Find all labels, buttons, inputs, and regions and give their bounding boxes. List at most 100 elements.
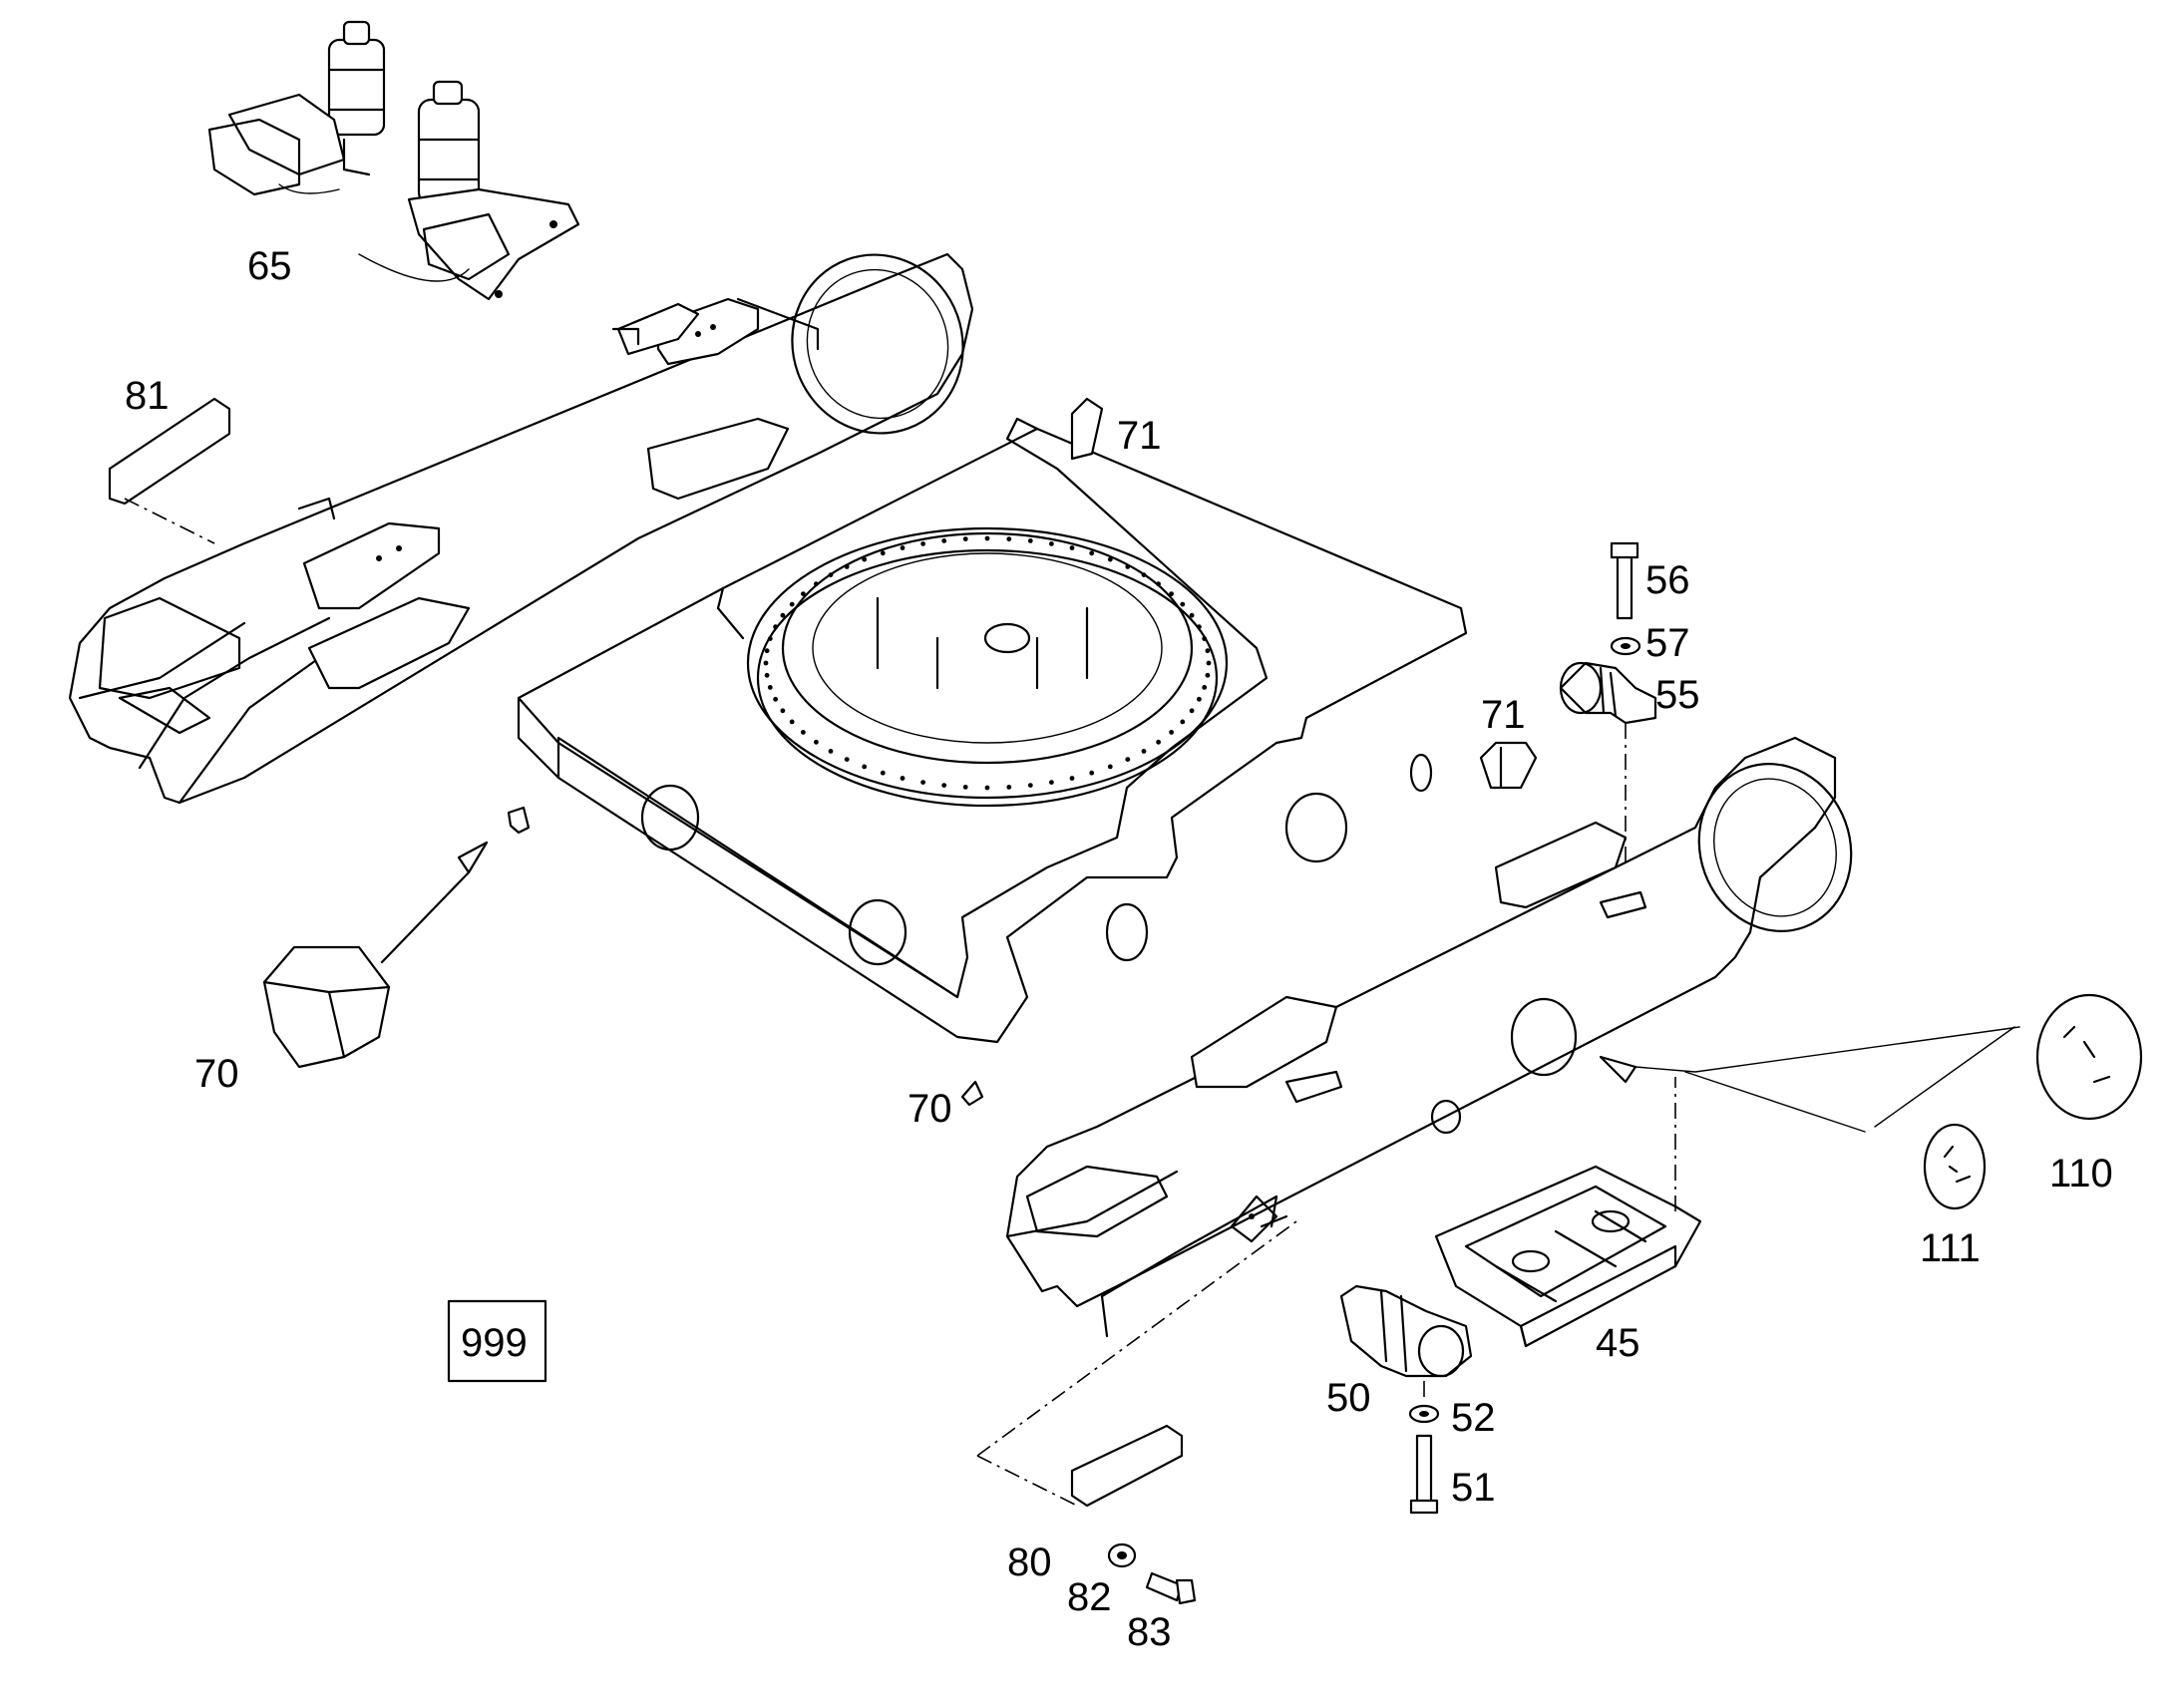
ring-bolt-hole bbox=[1197, 624, 1202, 630]
ring-bolt-hole bbox=[1189, 708, 1195, 714]
ring-bolt-hole bbox=[1156, 739, 1161, 745]
label-111: 111 bbox=[1920, 1226, 1981, 1270]
label-57: 57 bbox=[1645, 621, 1690, 665]
ring-bolt-hole bbox=[844, 564, 850, 569]
ring-bolt-hole bbox=[1006, 536, 1012, 541]
ring-bolt-holes bbox=[763, 535, 1212, 791]
ring-bolt-hole bbox=[920, 780, 925, 785]
ring-bolt-hole bbox=[900, 776, 906, 781]
wedge-part-71-upper bbox=[1070, 397, 1104, 461]
ring-bolt-hole bbox=[1169, 730, 1174, 735]
right-track-frame bbox=[1005, 736, 1853, 1338]
ring-bolt-hole bbox=[814, 581, 819, 587]
bolt-part-83 bbox=[1145, 1571, 1197, 1605]
ring-bolt-hole bbox=[814, 739, 819, 745]
cover-plate-part-81 bbox=[108, 397, 231, 544]
label-81: 81 bbox=[125, 374, 170, 418]
bolt-part-56 bbox=[1610, 541, 1639, 620]
ring-bolt-hole bbox=[920, 541, 925, 546]
ring-bolt-hole bbox=[801, 730, 806, 735]
ring-bolt-hole bbox=[900, 545, 906, 550]
ring-bolt-hole bbox=[828, 572, 834, 577]
ring-bolt-hole bbox=[801, 591, 806, 596]
ring-bolt-hole bbox=[1107, 764, 1113, 770]
ring-bolt-hole bbox=[1006, 785, 1012, 790]
ring-bolt-hole bbox=[1189, 612, 1195, 618]
label-70-left: 70 bbox=[194, 1052, 239, 1096]
stopper-part-70 bbox=[262, 806, 531, 1069]
ring-bolt-hole bbox=[962, 785, 968, 790]
ring-bolt-hole bbox=[1027, 538, 1033, 543]
ring-bolt-hole bbox=[789, 601, 795, 607]
ring-bolt-hole bbox=[984, 785, 990, 791]
ring-bolt-hole bbox=[763, 660, 769, 666]
ring-bolt-hole bbox=[862, 556, 868, 562]
ring-bolt-hole bbox=[789, 719, 795, 725]
label-71-right: 71 bbox=[1481, 693, 1526, 737]
ring-bolt-hole bbox=[962, 536, 968, 541]
wedge-part-71-right bbox=[1479, 741, 1538, 790]
ring-bolt-hole bbox=[1205, 672, 1211, 678]
bolt-part-51 bbox=[1409, 1434, 1439, 1515]
ring-bolt-hole bbox=[828, 749, 834, 754]
ring-bolt-hole bbox=[1206, 660, 1212, 666]
ring-bolt-hole bbox=[1107, 556, 1113, 562]
label-65: 65 bbox=[247, 244, 292, 288]
carrier-roller-part-55 bbox=[1559, 661, 1657, 867]
ring-bolt-hole bbox=[1125, 564, 1131, 569]
ring-bolt-hole bbox=[773, 624, 778, 630]
ring-bolt-hole bbox=[1169, 591, 1174, 596]
track-roller-part-50 bbox=[1339, 1284, 1473, 1378]
cover-disc-part-110 bbox=[1599, 993, 2143, 1133]
ring-bolt-hole bbox=[1197, 696, 1202, 702]
label-999-box bbox=[447, 1299, 547, 1383]
label-56: 56 bbox=[1645, 558, 1690, 602]
ring-bolt-hole bbox=[941, 538, 947, 543]
label-80: 80 bbox=[1007, 1540, 1052, 1584]
ring-bolt-hole bbox=[1156, 581, 1161, 587]
ring-bolt-hole bbox=[1180, 719, 1186, 725]
callout-labels: 65 81 71 56 57 55 71 70 70 110 111 45 50… bbox=[125, 244, 2113, 1654]
label-55: 55 bbox=[1655, 673, 1700, 717]
ring-bolt-hole bbox=[1205, 648, 1211, 654]
label-110: 110 bbox=[2049, 1152, 2113, 1196]
ring-bolt-hole bbox=[941, 783, 947, 788]
ring-bolt-hole bbox=[1202, 685, 1208, 690]
label-52: 52 bbox=[1451, 1396, 1496, 1440]
track-guard-part-45 bbox=[1434, 1077, 1702, 1348]
ring-bolt-hole bbox=[880, 550, 886, 556]
ring-bolt-hole bbox=[773, 696, 778, 702]
ring-bolt-hole bbox=[780, 612, 786, 618]
ring-bolt-hole bbox=[1180, 601, 1186, 607]
washer-part-52 bbox=[1408, 1381, 1440, 1424]
ring-bolt-hole bbox=[1069, 545, 1075, 550]
label-51: 51 bbox=[1451, 1466, 1496, 1510]
ring-bolt-hole bbox=[764, 672, 770, 678]
label-50: 50 bbox=[1326, 1376, 1371, 1420]
washer-part-57 bbox=[1610, 636, 1641, 656]
label-999: 999 bbox=[461, 1321, 528, 1365]
ring-bolt-hole bbox=[780, 708, 786, 714]
label-83: 83 bbox=[1127, 1610, 1172, 1654]
label-70-center: 70 bbox=[908, 1087, 952, 1131]
ring-bolt-hole bbox=[1089, 550, 1095, 556]
accumulator-assembly-part-65 bbox=[207, 20, 580, 301]
washer-part-82 bbox=[1107, 1542, 1137, 1568]
ring-bolt-hole bbox=[764, 648, 770, 654]
ring-bolt-hole bbox=[767, 685, 773, 690]
label-82: 82 bbox=[1067, 1575, 1112, 1619]
ring-bolt-hole bbox=[862, 764, 868, 770]
cover-plate-part-80 bbox=[976, 1220, 1297, 1508]
ring-bolt-hole bbox=[1049, 541, 1054, 546]
ring-bolt-hole bbox=[880, 770, 886, 776]
left-track-frame bbox=[68, 252, 974, 805]
ring-bolt-hole bbox=[1049, 780, 1054, 785]
label-71-upper: 71 bbox=[1117, 414, 1162, 458]
ring-bolt-hole bbox=[1141, 572, 1147, 577]
ring-bolt-hole bbox=[1027, 783, 1033, 788]
stopper-part-70-small bbox=[960, 1080, 984, 1107]
ring-bolt-hole bbox=[1141, 749, 1147, 754]
ring-bolt-hole bbox=[844, 757, 850, 762]
cover-disc-part-111 bbox=[1923, 1123, 1987, 1210]
